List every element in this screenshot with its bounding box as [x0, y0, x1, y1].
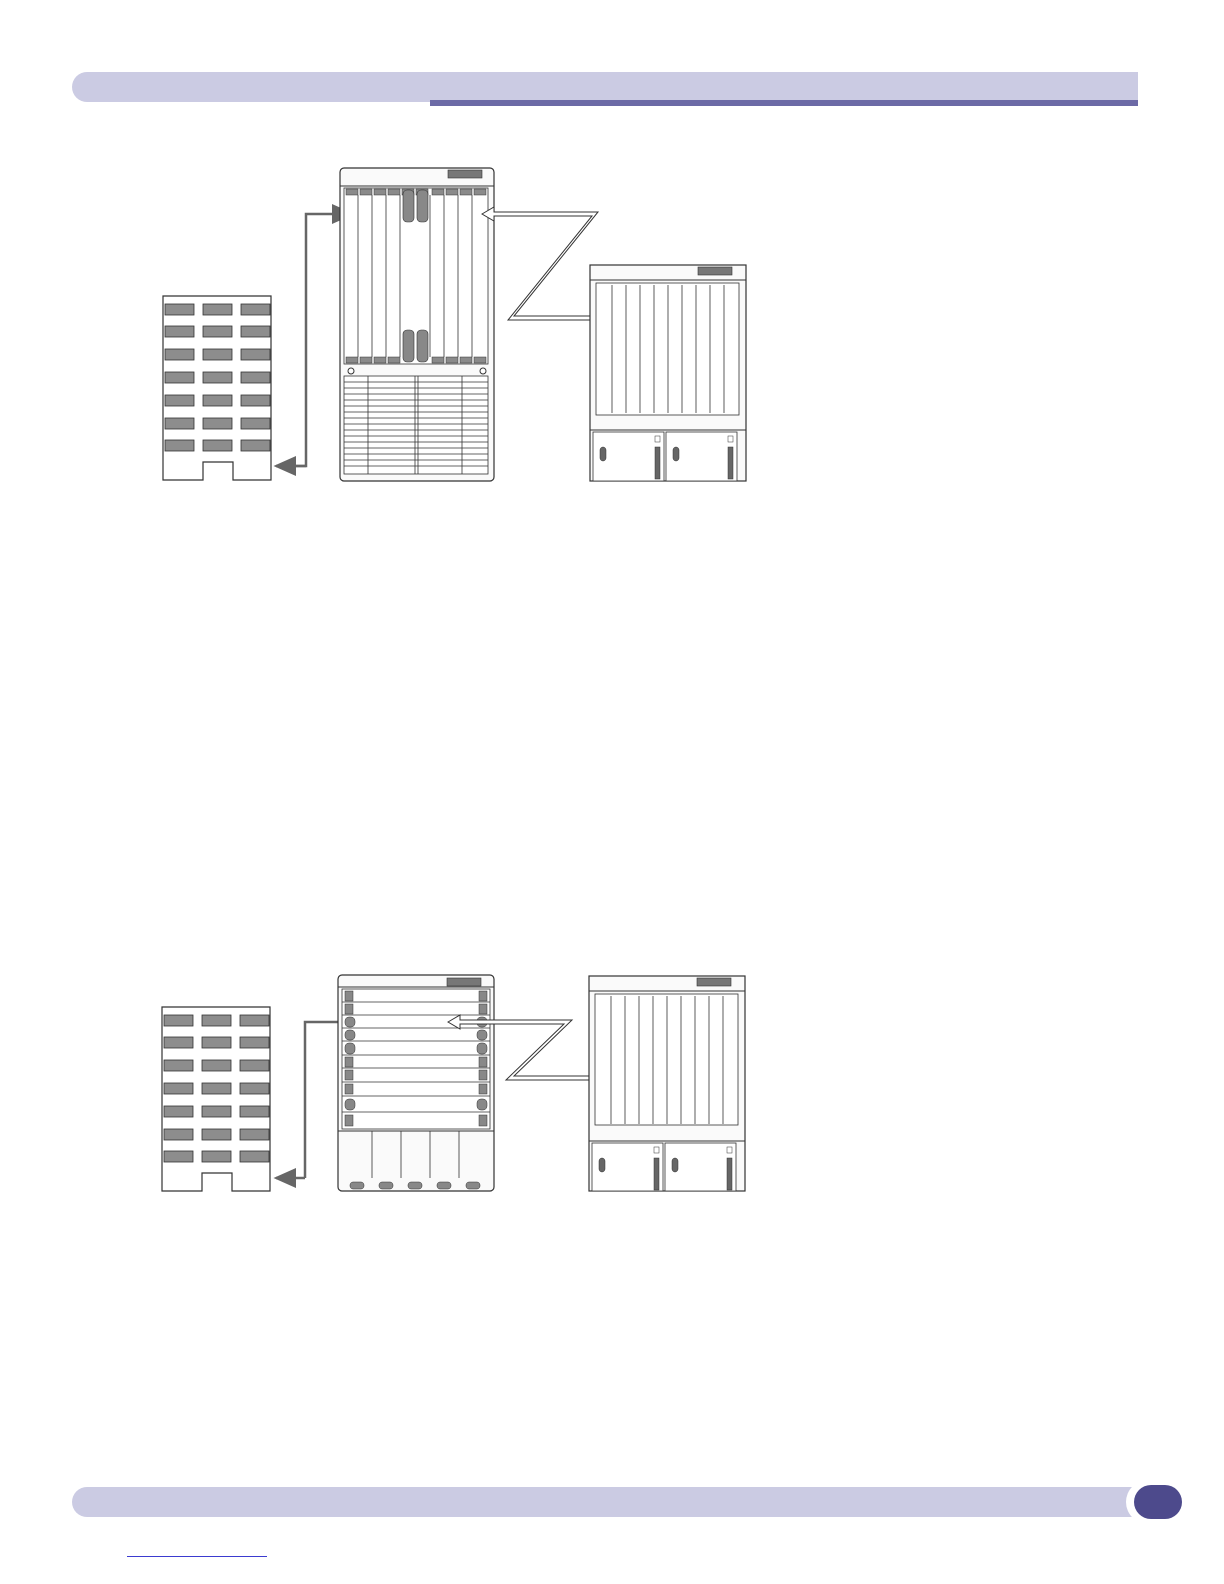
page-number-badge — [1134, 1485, 1182, 1519]
building-icon — [162, 1007, 270, 1191]
building-icon — [163, 296, 271, 480]
figure-1-diagram — [0, 160, 780, 490]
header-bar — [72, 72, 1138, 102]
remote-chassis — [589, 976, 745, 1191]
footer-bar — [72, 1487, 1142, 1517]
footer-link-underline[interactable] — [127, 1556, 267, 1557]
figure-2-diagram — [0, 970, 780, 1200]
horizontal-slot-chassis — [338, 975, 494, 1191]
remote-chassis — [590, 265, 746, 481]
header-accent-line — [430, 100, 1138, 106]
vertical-slot-chassis — [340, 168, 494, 481]
